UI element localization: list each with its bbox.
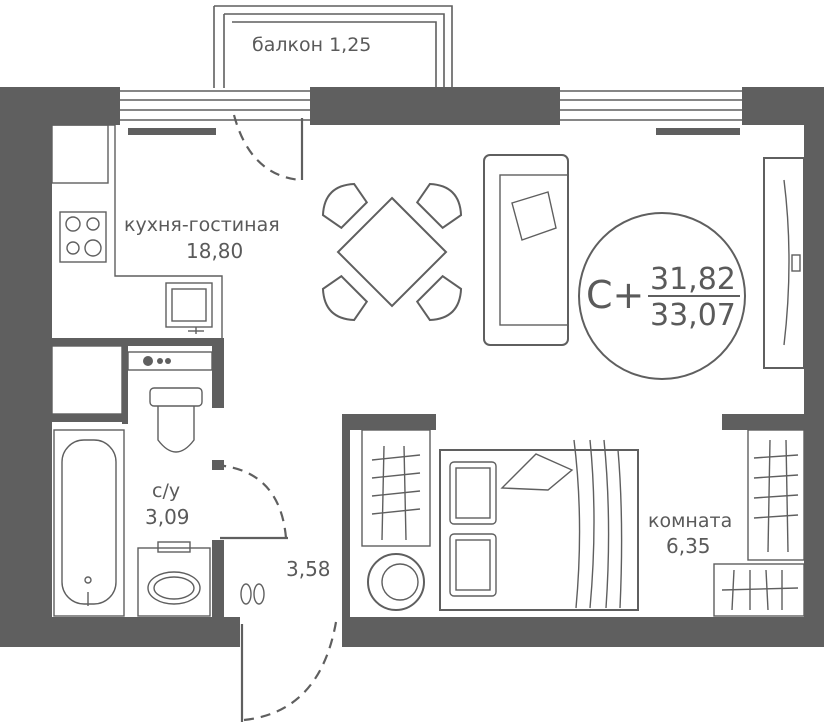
window-living: [560, 90, 742, 135]
kitchen-sink: [165, 282, 213, 334]
boiler: [127, 351, 213, 371]
bedroom-wardrobe: [361, 429, 431, 547]
kitchen-counter: [51, 124, 223, 338]
slippers-icon: [240, 583, 265, 605]
bed: [439, 439, 639, 611]
armchair: [367, 553, 425, 611]
sofa: [483, 154, 569, 346]
toilet: [149, 387, 203, 453]
bathtub: [53, 429, 125, 617]
area-badge: С+ 31,82 33,07: [578, 212, 746, 380]
tv-cabinet: [763, 157, 805, 369]
bedroom-dresser: [713, 563, 805, 617]
outer-walls: [0, 87, 824, 647]
bathroom-door: [215, 463, 288, 539]
window-kitchen: [120, 90, 310, 135]
bedroom-area: 6,35: [666, 534, 711, 558]
washing-machine: [51, 345, 123, 415]
bath-sink: [137, 541, 211, 617]
total-area: 33,07: [650, 298, 736, 333]
living-area: 31,82: [650, 262, 736, 297]
bathroom-label: с/у: [152, 480, 180, 502]
bedroom-label: комната: [648, 510, 732, 532]
dining-table: [321, 182, 463, 322]
balcony-label: балкон 1,25: [252, 34, 371, 56]
balcony-door: [232, 114, 301, 182]
balcony-outline: [213, 5, 453, 88]
bedroom-shelf-right: [747, 429, 805, 561]
kitchen-label: кухня-гостиная: [124, 214, 280, 236]
bathroom-area: 3,09: [145, 505, 190, 529]
kitchen-area: 18,80: [186, 239, 243, 263]
apartment-type: С+: [586, 273, 644, 317]
hall-area: 3,58: [286, 557, 331, 581]
interior-walls: [52, 338, 804, 624]
entrance-door: [243, 621, 338, 722]
